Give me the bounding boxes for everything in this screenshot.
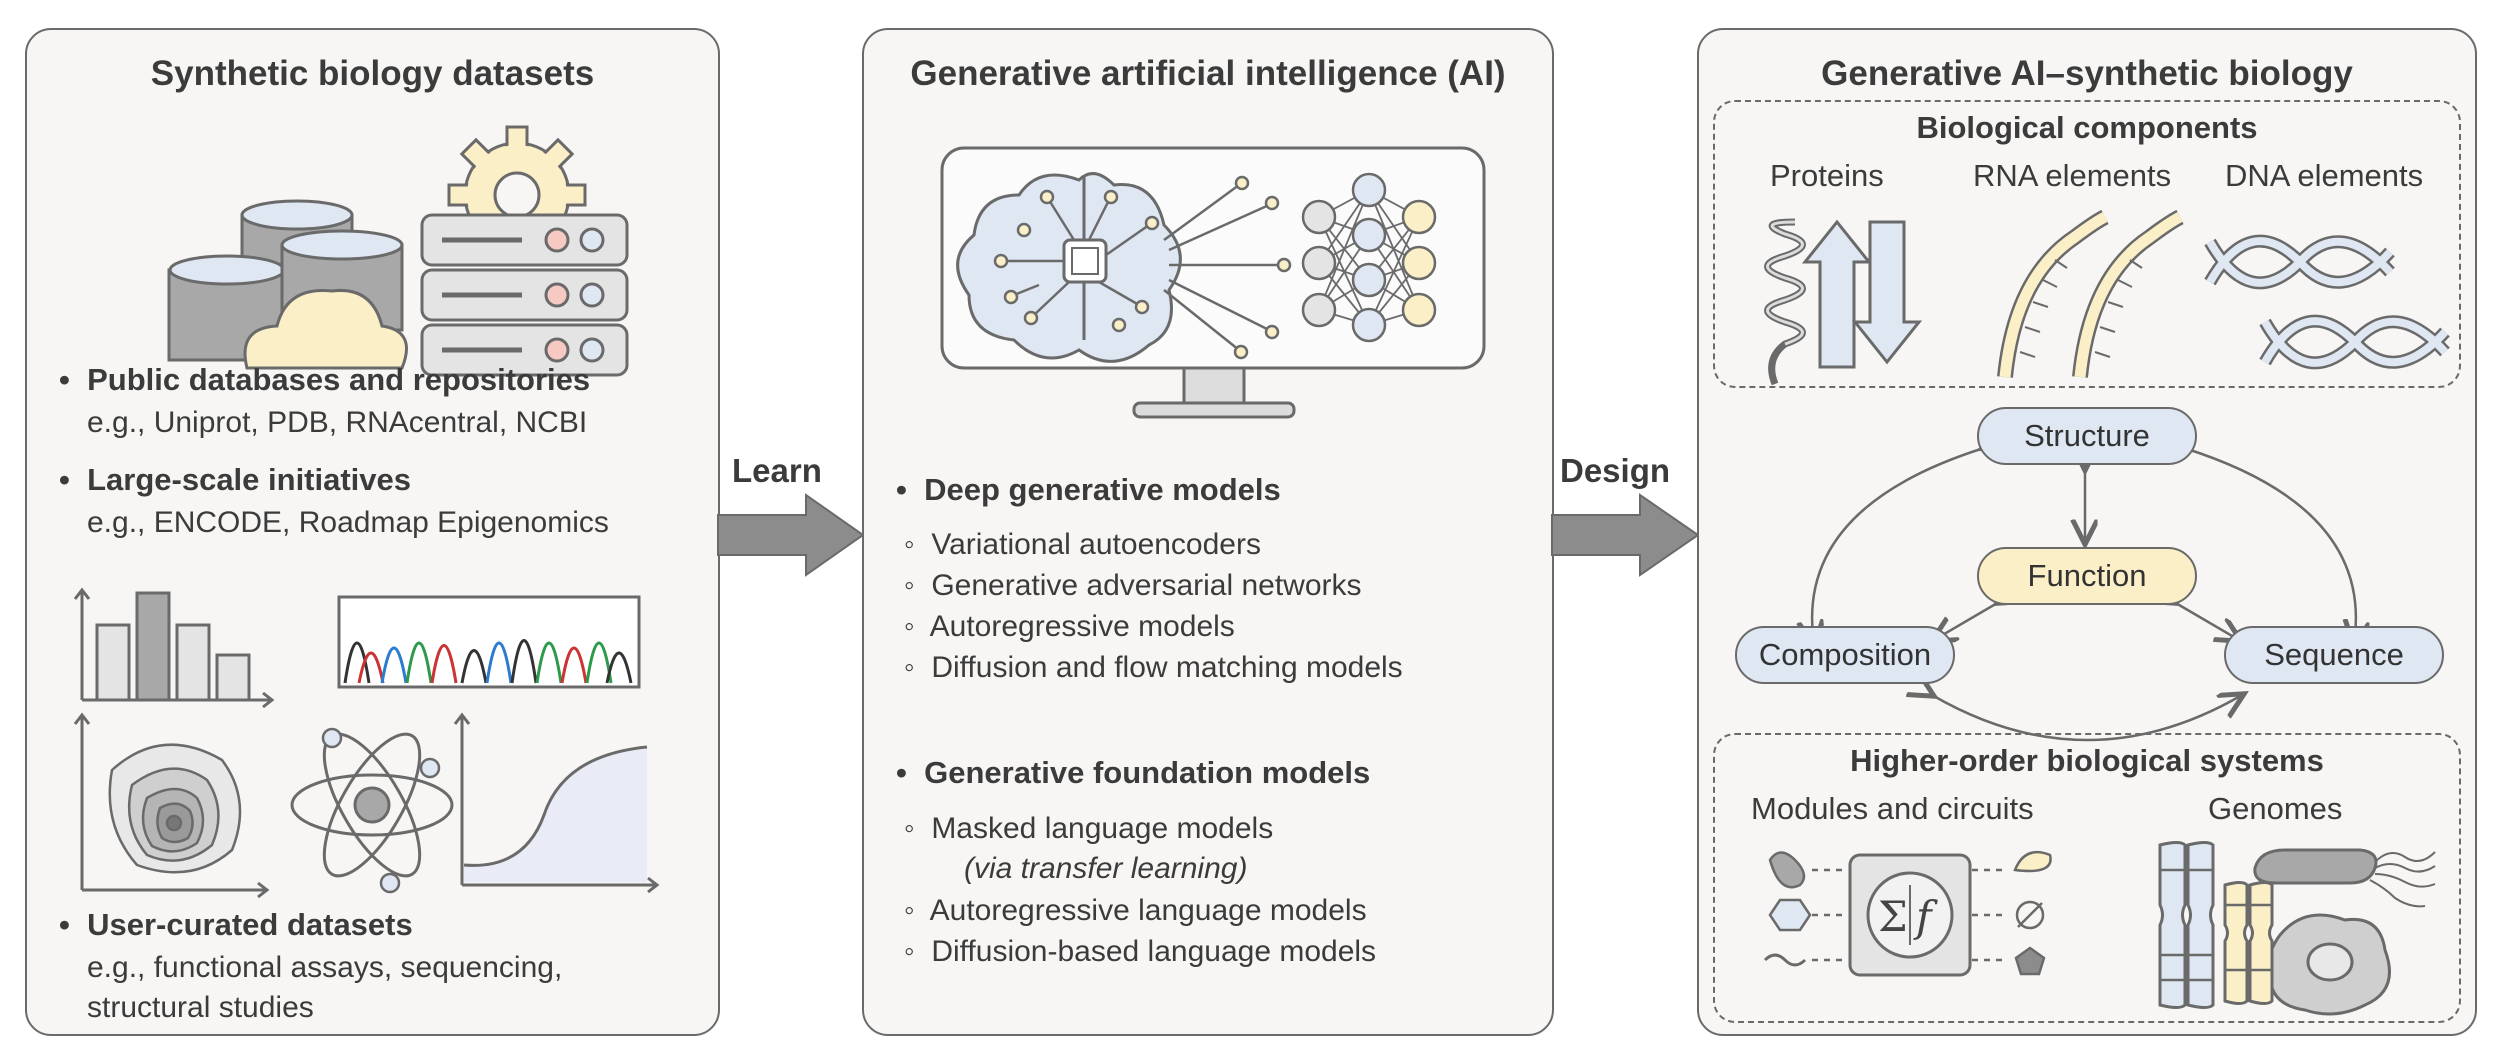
modules-label: Modules and circuits (1751, 791, 2034, 826)
foundation-item-3: ◦ Diffusion-based language models (904, 935, 1377, 968)
variational-autoencoders: Variational autoencoders (931, 528, 1261, 561)
generative-adversarial-networks: Generative adversarial networks (931, 569, 1362, 602)
user-curated-examples-2: structural studies (87, 991, 314, 1024)
systems-title: Higher-order biological systems (1850, 743, 2324, 778)
user-curated-examples-1: e.g., functional assays, sequencing, (87, 951, 563, 984)
sequence-node: Sequence (2224, 626, 2444, 684)
deep-item-2: ◦ Generative adversarial networks (904, 569, 1362, 602)
sigmoid-plot-icon (453, 712, 660, 894)
user-curated-label: User-curated datasets (87, 907, 413, 942)
diffusion-flow-models: Diffusion and flow matching models (931, 651, 1403, 684)
foundation-item-1: ◦ Masked language models (904, 812, 1274, 845)
bullet-public-databases: • Public databases and repositories (59, 362, 591, 397)
design-label: Design (1560, 452, 1671, 489)
deep-generative-label: Deep generative models (924, 472, 1281, 507)
components-title: Biological components (1916, 110, 2258, 145)
learn-label: Learn (732, 452, 822, 489)
deep-item-1: ◦ Variational autoencoders (904, 528, 1261, 561)
public-databases-examples: e.g., Uniprot, PDB, RNAcentral, NCBI (87, 406, 588, 439)
transfer-learning-note: (via transfer learning) (964, 852, 1248, 885)
deep-item-4: ◦ Diffusion and flow matching models (904, 651, 1403, 684)
datasets-title: Synthetic biology datasets (150, 54, 595, 93)
design-arrow (1551, 493, 1700, 577)
composition-node: Composition (1735, 626, 1955, 684)
large-scale-examples: e.g., ENCODE, Roadmap Epigenomics (87, 506, 609, 539)
systems-box: Higher-order biological systems Modules … (1713, 733, 2461, 1023)
bar-chart-icon (73, 587, 275, 709)
protein-icon (1764, 218, 1923, 386)
circuit-icon: Σ f (1763, 850, 2052, 977)
genai-synbio-panel: Generative AI–synthetic biology Biologic… (1697, 28, 2477, 1036)
bullet-foundation: • Generative foundation models (896, 755, 1371, 790)
rna-label: RNA elements (1973, 158, 2172, 193)
generative-ai-panel: Generative artificial intelligence (AI) (862, 28, 1554, 1036)
datasets-panel: Synthetic biology datasets (25, 28, 720, 1036)
structure-node: Structure (1977, 407, 2197, 465)
ai-monitor-icon (940, 146, 1486, 419)
function-node: Function (1977, 547, 2197, 605)
learn-arrow (717, 493, 865, 577)
foundation-label: Generative foundation models (924, 755, 1371, 790)
dna-label: DNA elements (2225, 158, 2424, 193)
genai-synbio-title: Generative AI–synthetic biology (1821, 54, 2353, 93)
autoregressive-models: Autoregressive models (929, 610, 1235, 643)
bullet-large-scale: • Large-scale initiatives (59, 462, 412, 497)
chromatogram-icon (337, 595, 641, 689)
bullet-deep-generative: • Deep generative models (896, 472, 1281, 507)
atom-icon (290, 727, 454, 894)
large-scale-label: Large-scale initiatives (87, 462, 412, 497)
diffusion-language-models: Diffusion-based language models (931, 935, 1377, 968)
database-server-icon (167, 125, 629, 377)
foundation-item-2: ◦ Autoregressive language models (904, 894, 1367, 927)
bullet-user-curated: • User-curated datasets (59, 907, 413, 942)
svg-text:Σ: Σ (1878, 892, 1908, 941)
rna-icon (1997, 209, 2184, 378)
dna-icon (2204, 234, 2450, 370)
contour-plot-icon (73, 712, 270, 899)
components-box: Biological components Proteins RNA eleme… (1713, 100, 2461, 388)
public-databases-label: Public databases and repositories (87, 362, 591, 397)
proteins-label: Proteins (1770, 158, 1884, 193)
generative-ai-title: Generative artificial intelligence (AI) (910, 54, 1506, 93)
genome-icon (2158, 841, 2436, 1016)
masked-language-models: Masked language models (931, 812, 1274, 845)
deep-item-3: ◦ Autoregressive models (904, 610, 1235, 643)
autoregressive-language-models: Autoregressive language models (929, 894, 1367, 927)
genomes-label: Genomes (2208, 791, 2343, 826)
